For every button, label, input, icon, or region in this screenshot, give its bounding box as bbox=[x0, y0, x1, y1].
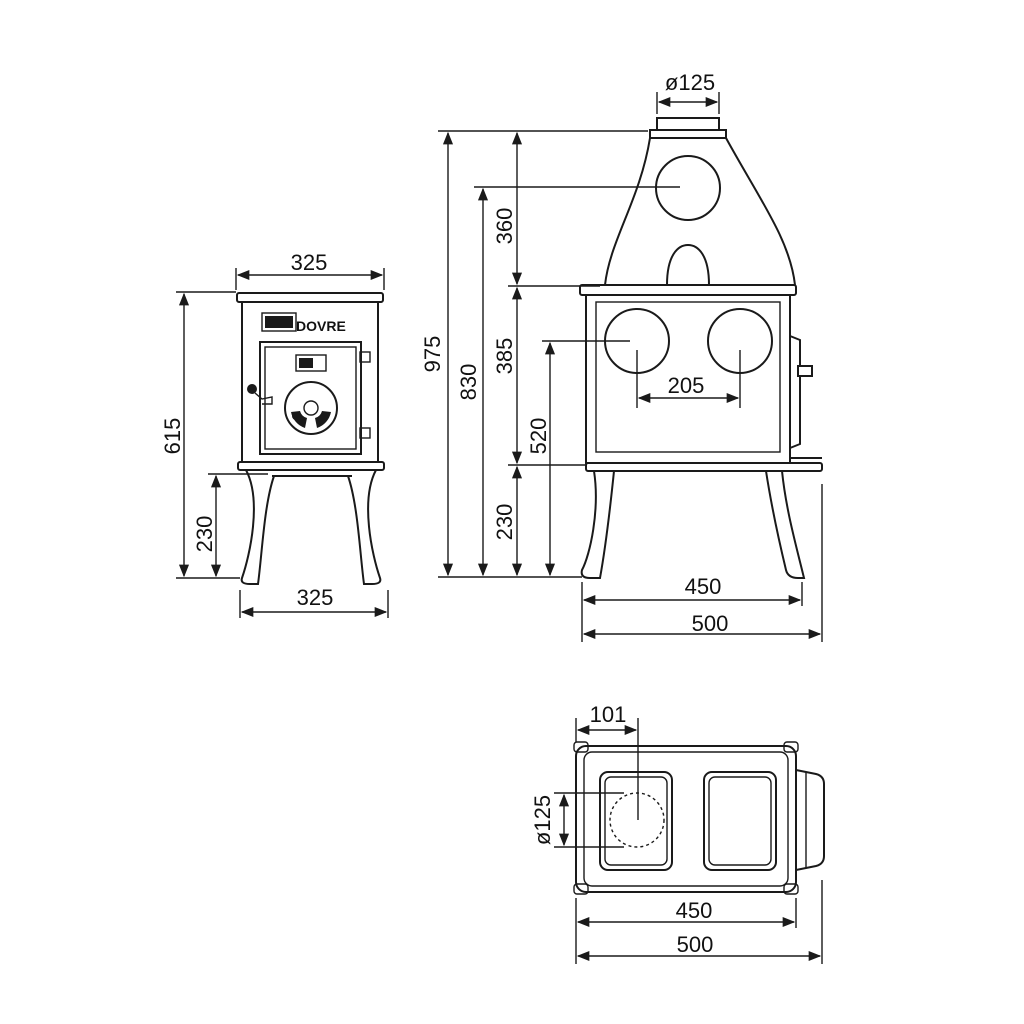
door-logo-icon bbox=[295, 354, 327, 372]
top-opening-left bbox=[599, 771, 673, 871]
overall-depth-label: 500 bbox=[692, 611, 729, 636]
outlet-spacing-label: 205 bbox=[668, 373, 705, 398]
front-top-width-label: 325 bbox=[291, 250, 328, 275]
top-inner-depth-label: 450 bbox=[676, 898, 713, 923]
top-overall-depth-label: 500 bbox=[677, 932, 714, 957]
side-view-dimensions: ø125 975 830 360 385 230 520 205 bbox=[420, 70, 823, 642]
flue-section-label: 360 bbox=[492, 208, 517, 245]
top-outlet-diameter-label: ø125 bbox=[530, 795, 555, 845]
top-view bbox=[573, 741, 825, 895]
logo-text: DOVRE bbox=[296, 318, 346, 334]
side-view bbox=[579, 117, 823, 579]
front-leg-width-label: 325 bbox=[297, 585, 334, 610]
flue-position-circle bbox=[609, 792, 665, 848]
leg-span-label: 450 bbox=[685, 574, 722, 599]
body-section-label: 385 bbox=[492, 338, 517, 375]
front-leg-height-label: 230 bbox=[192, 516, 217, 553]
leg-section-label: 230 bbox=[492, 504, 517, 541]
top-view-dimensions: 101 ø125 450 500 bbox=[530, 702, 823, 964]
rear-outlet-height-label: 520 bbox=[526, 418, 551, 455]
outlet-offset-label: 101 bbox=[590, 702, 627, 727]
air-vent-icon bbox=[284, 381, 338, 435]
height-total-label: 975 bbox=[420, 336, 445, 373]
flue-diameter-label: ø125 bbox=[665, 70, 715, 95]
height-outlet-label: 830 bbox=[456, 364, 481, 401]
front-view: DOVRE bbox=[236, 292, 385, 585]
top-opening-right bbox=[703, 771, 777, 871]
front-total-height-label: 615 bbox=[160, 418, 185, 455]
door-handle-icon bbox=[247, 384, 273, 405]
front-view-dimensions: 325 325 615 230 bbox=[160, 250, 389, 618]
dovre-logo: DOVRE bbox=[261, 312, 346, 334]
rear-outlet-circle bbox=[655, 155, 721, 221]
